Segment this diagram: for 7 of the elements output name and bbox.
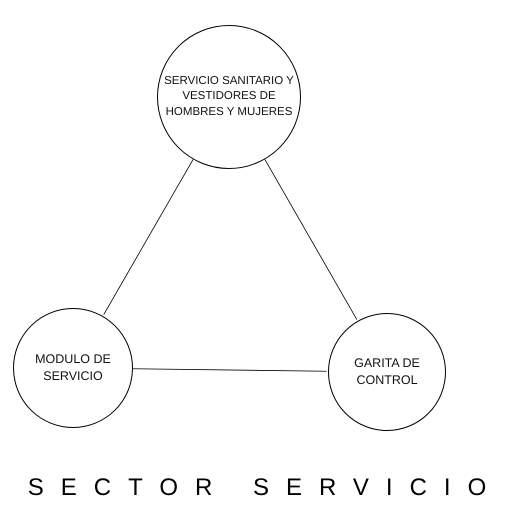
node-label: MODULO DE SERVICIO: [34, 351, 112, 385]
connector-line: [264, 159, 358, 320]
node-label: GARITA DE CONTROL: [353, 355, 421, 389]
diagram-title: SECTOR SERVICIO: [28, 474, 504, 501]
connector-line: [132, 368, 327, 372]
node-label: SERVICIO SANITARIO Y VESTIDORES DE HOMBRES Y MUJERES: [164, 74, 294, 120]
connector-line: [103, 159, 194, 316]
